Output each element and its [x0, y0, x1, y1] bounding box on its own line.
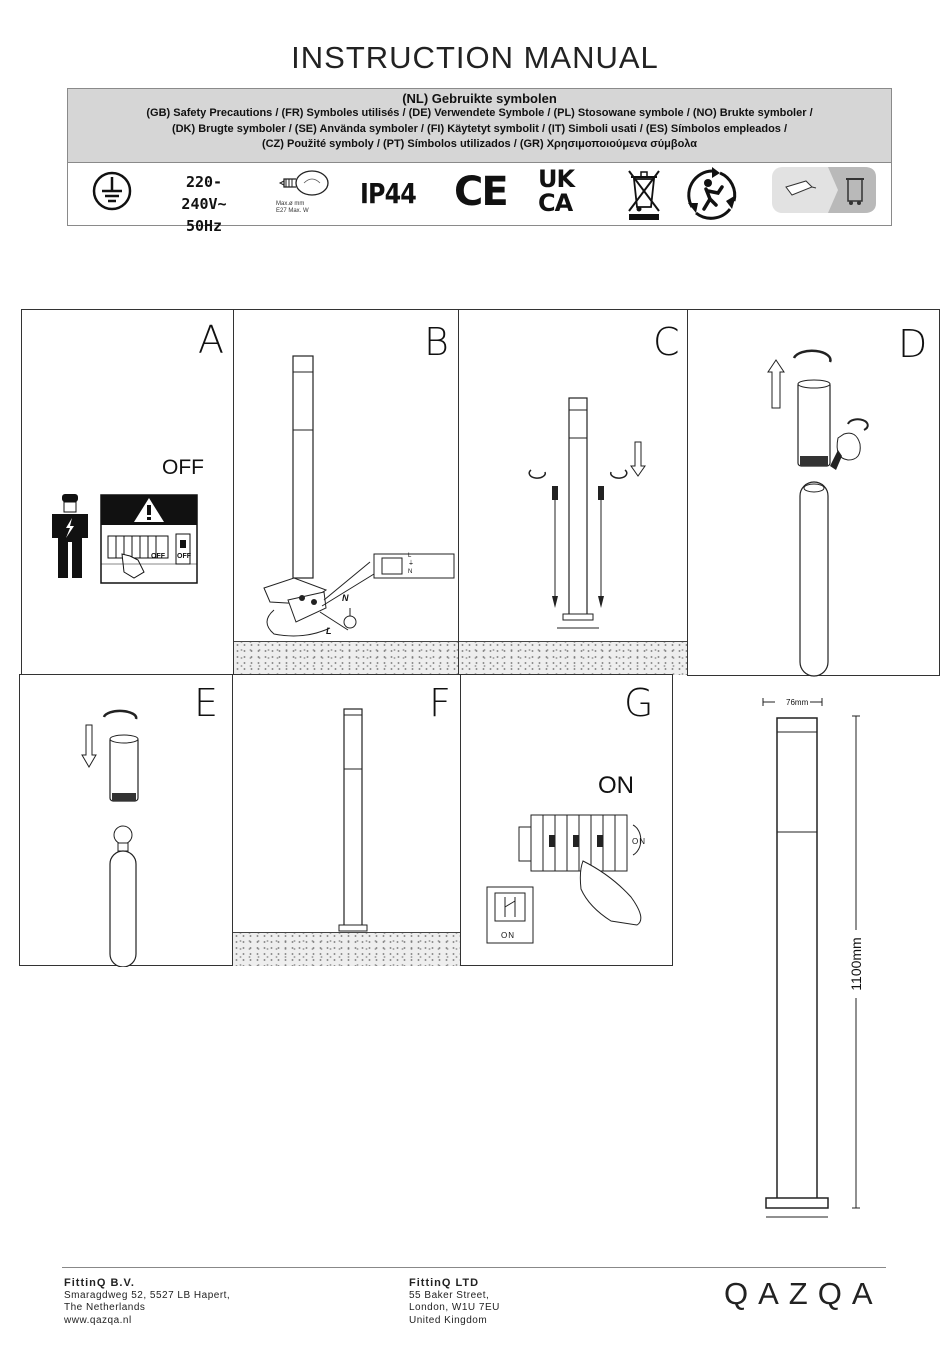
ce-mark: CE — [454, 169, 509, 215]
neutral-label: N — [342, 593, 349, 603]
symbols-line: (GB) Safety Precautions / (FR) Symboles … — [146, 107, 813, 119]
dial-on-label: ON — [632, 837, 646, 846]
width-dimension: 76mm — [786, 698, 809, 707]
panel-label: G — [624, 681, 654, 725]
symbols-heading: (NL) Gebruikte symbolen — [402, 91, 557, 106]
voltage-rating: 220-240V~ 50Hz — [168, 171, 240, 237]
panel-g: G ON ON ON — [460, 674, 673, 966]
recycle-container-icon — [772, 167, 876, 213]
on-text: ON — [598, 772, 634, 799]
panel-label: D — [898, 322, 928, 366]
panel-label: A — [198, 318, 224, 362]
terminal-label: N — [408, 569, 413, 575]
terminal-label: ⏚ — [408, 561, 415, 567]
installed-lamp-drawing — [338, 708, 368, 932]
qazqa-logo: QAZQA — [724, 1276, 883, 1311]
anchor-bolts-drawing — [528, 397, 646, 629]
electrician-icon — [52, 494, 88, 578]
ukca-mark: UK CA — [538, 165, 575, 217]
panel-f: F — [232, 674, 461, 966]
address-line: London, W1U 7EU — [409, 1302, 500, 1313]
footer-nl-address: FittinQ B.V. Smaragdweg 52, 5527 LB Hape… — [64, 1277, 230, 1327]
remove-cover-drawing — [767, 349, 869, 677]
bulb-spec: Max.ø mm E27 Max. W — [276, 201, 309, 215]
ukca-bottom: CA — [538, 189, 573, 217]
bulb-icon — [278, 170, 329, 196]
address-line: 55 Baker Street, — [409, 1289, 490, 1301]
footer-uk-address: FittinQ LTD 55 Baker Street, London, W1U… — [409, 1277, 500, 1327]
company-name: FittinQ LTD — [409, 1277, 480, 1289]
bulb-spec-line: Max.ø mm — [276, 201, 305, 207]
panel-label: B — [424, 320, 449, 364]
panel-label: F — [429, 681, 451, 725]
symbol-icons: 220-240V~ 50Hz Max.ø mm E27 Max. W IP44 … — [68, 163, 891, 235]
symbols-box: (NL) Gebruikte symbolen (GB) Safety Prec… — [67, 88, 892, 235]
symbols-header: (NL) Gebruikte symbolen (GB) Safety Prec… — [68, 89, 891, 163]
frequency-text: 50Hz — [185, 217, 223, 235]
website: www.qazqa.nl — [64, 1314, 132, 1326]
switch-on-label: ON — [501, 931, 515, 940]
footer-divider — [62, 1267, 886, 1268]
ground-section — [234, 641, 458, 675]
terminal-label: L — [408, 553, 412, 559]
panel-b: B N L L ⏚ N — [233, 309, 459, 675]
bulb-spec-line: E27 Max. W — [276, 208, 309, 214]
ground-section — [233, 932, 460, 966]
address-line: United Kingdom — [409, 1314, 488, 1326]
dimension-drawing — [762, 698, 860, 1218]
address-line: The Netherlands — [64, 1302, 146, 1313]
ukca-top: UK — [538, 165, 575, 193]
address-line: Smaragdweg 52, 5527 LB Hapert, — [64, 1289, 231, 1301]
live-label: L — [326, 626, 332, 636]
off-text: OFF — [162, 456, 204, 479]
panel-label: E — [194, 681, 219, 725]
switch-off-label: OFF — [177, 553, 191, 560]
breaker-off-icon — [100, 494, 198, 584]
symbols-line: (DK) Brugte symboler / (SE) Använda symb… — [171, 122, 788, 135]
panel-label: C — [653, 320, 680, 364]
height-dimension: 1100mm — [848, 937, 864, 991]
ground-section — [459, 641, 687, 675]
page-title: INSTRUCTION MANUAL — [291, 40, 659, 75]
switch-on-drawing — [486, 814, 642, 944]
panel-c: C — [458, 309, 688, 675]
ground-icon — [92, 171, 132, 211]
panel-d: D — [687, 309, 940, 677]
panel-e: E — [19, 674, 233, 967]
symbols-line: (CZ) Použité symboly / (PT) Símbolos uti… — [261, 138, 698, 150]
breaker-off-label: OFF — [151, 553, 165, 560]
voltage-text: 220-240V~ — [181, 173, 227, 213]
insert-bulb-drawing — [81, 709, 139, 967]
ip-rating: IP44 — [360, 177, 417, 210]
lamp-install-drawing — [263, 355, 455, 637]
terminal-block-labels: L ⏚ N — [408, 552, 414, 576]
recycle-icon — [687, 167, 737, 220]
weee-bin-icon — [628, 170, 660, 220]
panel-a: A OFF OFF OFF — [21, 309, 234, 675]
company-name: FittinQ B.V. — [64, 1277, 135, 1289]
